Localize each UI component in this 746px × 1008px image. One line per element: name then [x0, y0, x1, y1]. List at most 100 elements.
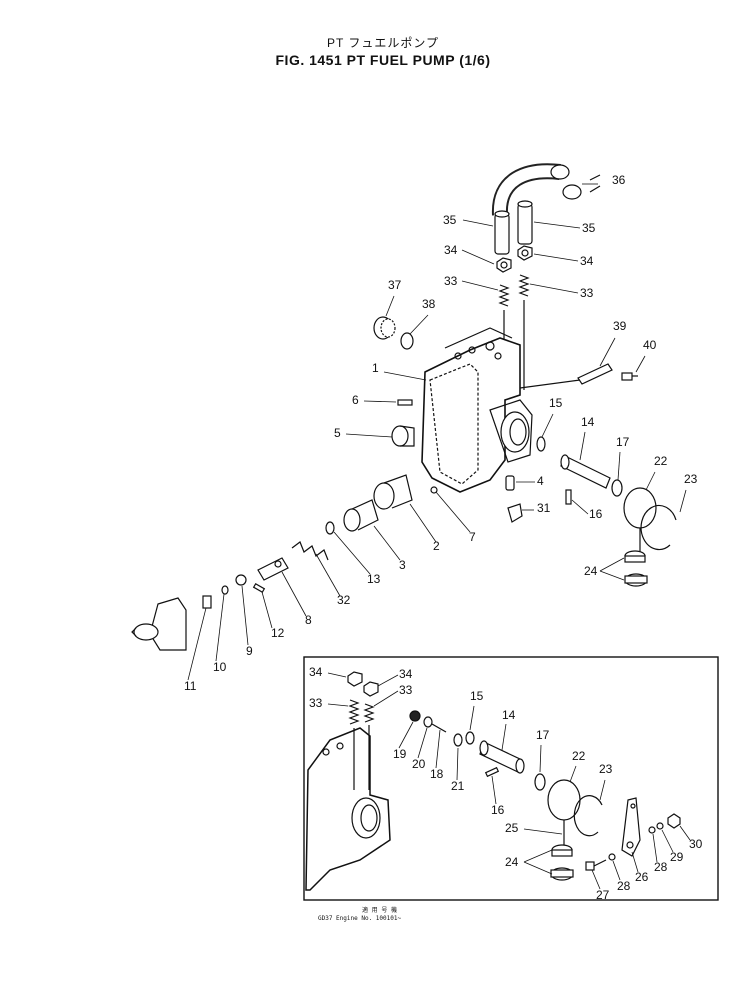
inset-part-label-18: 18	[430, 767, 444, 781]
inset-part-33-spring	[363, 703, 375, 723]
inset-part-16-pin	[484, 766, 500, 778]
inset-part-label-23: 23	[599, 762, 613, 776]
leader-lines-inset	[327, 672, 691, 890]
part-label-35: 35	[582, 221, 596, 235]
inset-part-label-21: 21	[451, 779, 465, 793]
part-label-5: 5	[334, 426, 341, 440]
inset-part-label-29: 29	[670, 850, 684, 864]
inset-part-label-27: 27	[596, 888, 610, 902]
part-label-38: 38	[422, 297, 436, 311]
part-label-14: 14	[581, 415, 595, 429]
part-36-tube	[491, 163, 601, 216]
part-label-22: 22	[654, 454, 668, 468]
inset-part-15	[465, 731, 475, 745]
inset-part-label-34: 34	[309, 665, 323, 679]
part-label-9: 9	[246, 644, 253, 658]
part-label-4: 4	[537, 474, 544, 488]
part-35-sleeves	[494, 200, 533, 255]
part-9-screw	[235, 574, 247, 586]
part-label-33: 33	[444, 274, 458, 288]
inset-part-label-28: 28	[654, 860, 668, 874]
part-15-oring	[536, 436, 546, 452]
part-label-17: 17	[616, 435, 630, 449]
part-31-elbow	[507, 503, 523, 523]
part-37-plug	[373, 316, 396, 340]
inset-part-27-bolt	[585, 859, 607, 871]
part-label-34: 34	[580, 254, 594, 268]
part-38-oring	[400, 332, 414, 350]
inset-part-29-washer	[656, 822, 664, 830]
inset-part-20	[423, 716, 433, 728]
part-39-bracket	[519, 363, 613, 389]
inset-part-17-ring	[534, 773, 546, 791]
part-6-pin	[397, 399, 413, 406]
part-label-39: 39	[613, 319, 627, 333]
applicability-serial: GD37 Engine No. 100101~	[318, 915, 402, 922]
part-label-34: 34	[444, 243, 458, 257]
part-23-snapring	[640, 504, 677, 551]
part-8-plunger	[257, 557, 289, 581]
inset-part-22-cover	[547, 779, 581, 846]
inset-housing	[305, 727, 391, 891]
inset-part-label-26: 26	[635, 870, 649, 884]
part-label-12: 12	[271, 626, 285, 640]
part-13-washer	[325, 521, 335, 535]
inset-part-18	[431, 723, 447, 733]
part-12-pin	[252, 582, 266, 594]
leader-lines-main	[187, 183, 687, 681]
part-24-seals	[624, 550, 648, 587]
inset-part-label-25: 25	[505, 821, 519, 835]
inset-part-28-washer	[608, 853, 616, 861]
inset-part-21	[453, 733, 463, 747]
part-32-spring	[291, 541, 329, 561]
inset-part-label-33: 33	[399, 683, 413, 697]
inset-part-label-30: 30	[689, 837, 703, 851]
inset-part-14-shaft	[479, 740, 525, 774]
inset-part-label-28: 28	[617, 879, 631, 893]
inset-part-19	[409, 710, 421, 722]
part-label-15: 15	[549, 396, 563, 410]
part-label-7: 7	[469, 530, 476, 544]
part-label-40: 40	[643, 338, 657, 352]
part-7-pin	[430, 486, 438, 494]
part-label-3: 3	[399, 558, 406, 572]
part-label-13: 13	[367, 572, 381, 586]
inset-part-label-34: 34	[399, 667, 413, 681]
inset-part-34-nut	[363, 681, 379, 697]
part-10-washer	[221, 585, 229, 595]
part-label-36: 36	[612, 173, 626, 187]
part-5-bushing	[391, 425, 415, 447]
part-16-pin	[565, 489, 572, 505]
inset-part-label-20: 20	[412, 757, 426, 771]
main-exploded-view	[131, 163, 687, 681]
diagram-subtitle: PT フュエルポンプ	[326, 36, 440, 50]
gear-housing	[131, 597, 187, 651]
part-22-cover	[623, 487, 657, 552]
inset-part-34-nut	[347, 671, 363, 687]
part-2-bushing	[373, 474, 413, 510]
diagram-title: FIG. 1451 PT FUEL PUMP (1/6)	[275, 52, 491, 68]
part-label-33: 33	[580, 286, 594, 300]
inset-part-label-33: 33	[309, 696, 323, 710]
inset-view	[305, 671, 691, 891]
part-17-ring	[611, 479, 623, 497]
part-label-24: 24	[584, 564, 598, 578]
part-4-sleeve	[505, 475, 515, 491]
inset-part-label-17: 17	[536, 728, 550, 742]
inset-part-label-15: 15	[470, 689, 484, 703]
inset-part-26-bracket	[621, 797, 641, 857]
part-label-6: 6	[352, 393, 359, 407]
part-label-11: 11	[184, 679, 197, 693]
inset-part-30-nut	[667, 813, 681, 829]
part-3-sleeve	[343, 499, 379, 532]
applicability-heading: 適 用 号 機	[362, 908, 399, 914]
part-label-37: 37	[388, 278, 402, 292]
part-label-2: 2	[433, 539, 440, 553]
inset-part-label-19: 19	[393, 747, 407, 761]
inset-part-label-22: 22	[572, 749, 586, 763]
inset-part-label-16: 16	[491, 803, 505, 817]
part-label-1: 1	[372, 361, 379, 375]
inset-part-28-washer	[648, 826, 656, 834]
